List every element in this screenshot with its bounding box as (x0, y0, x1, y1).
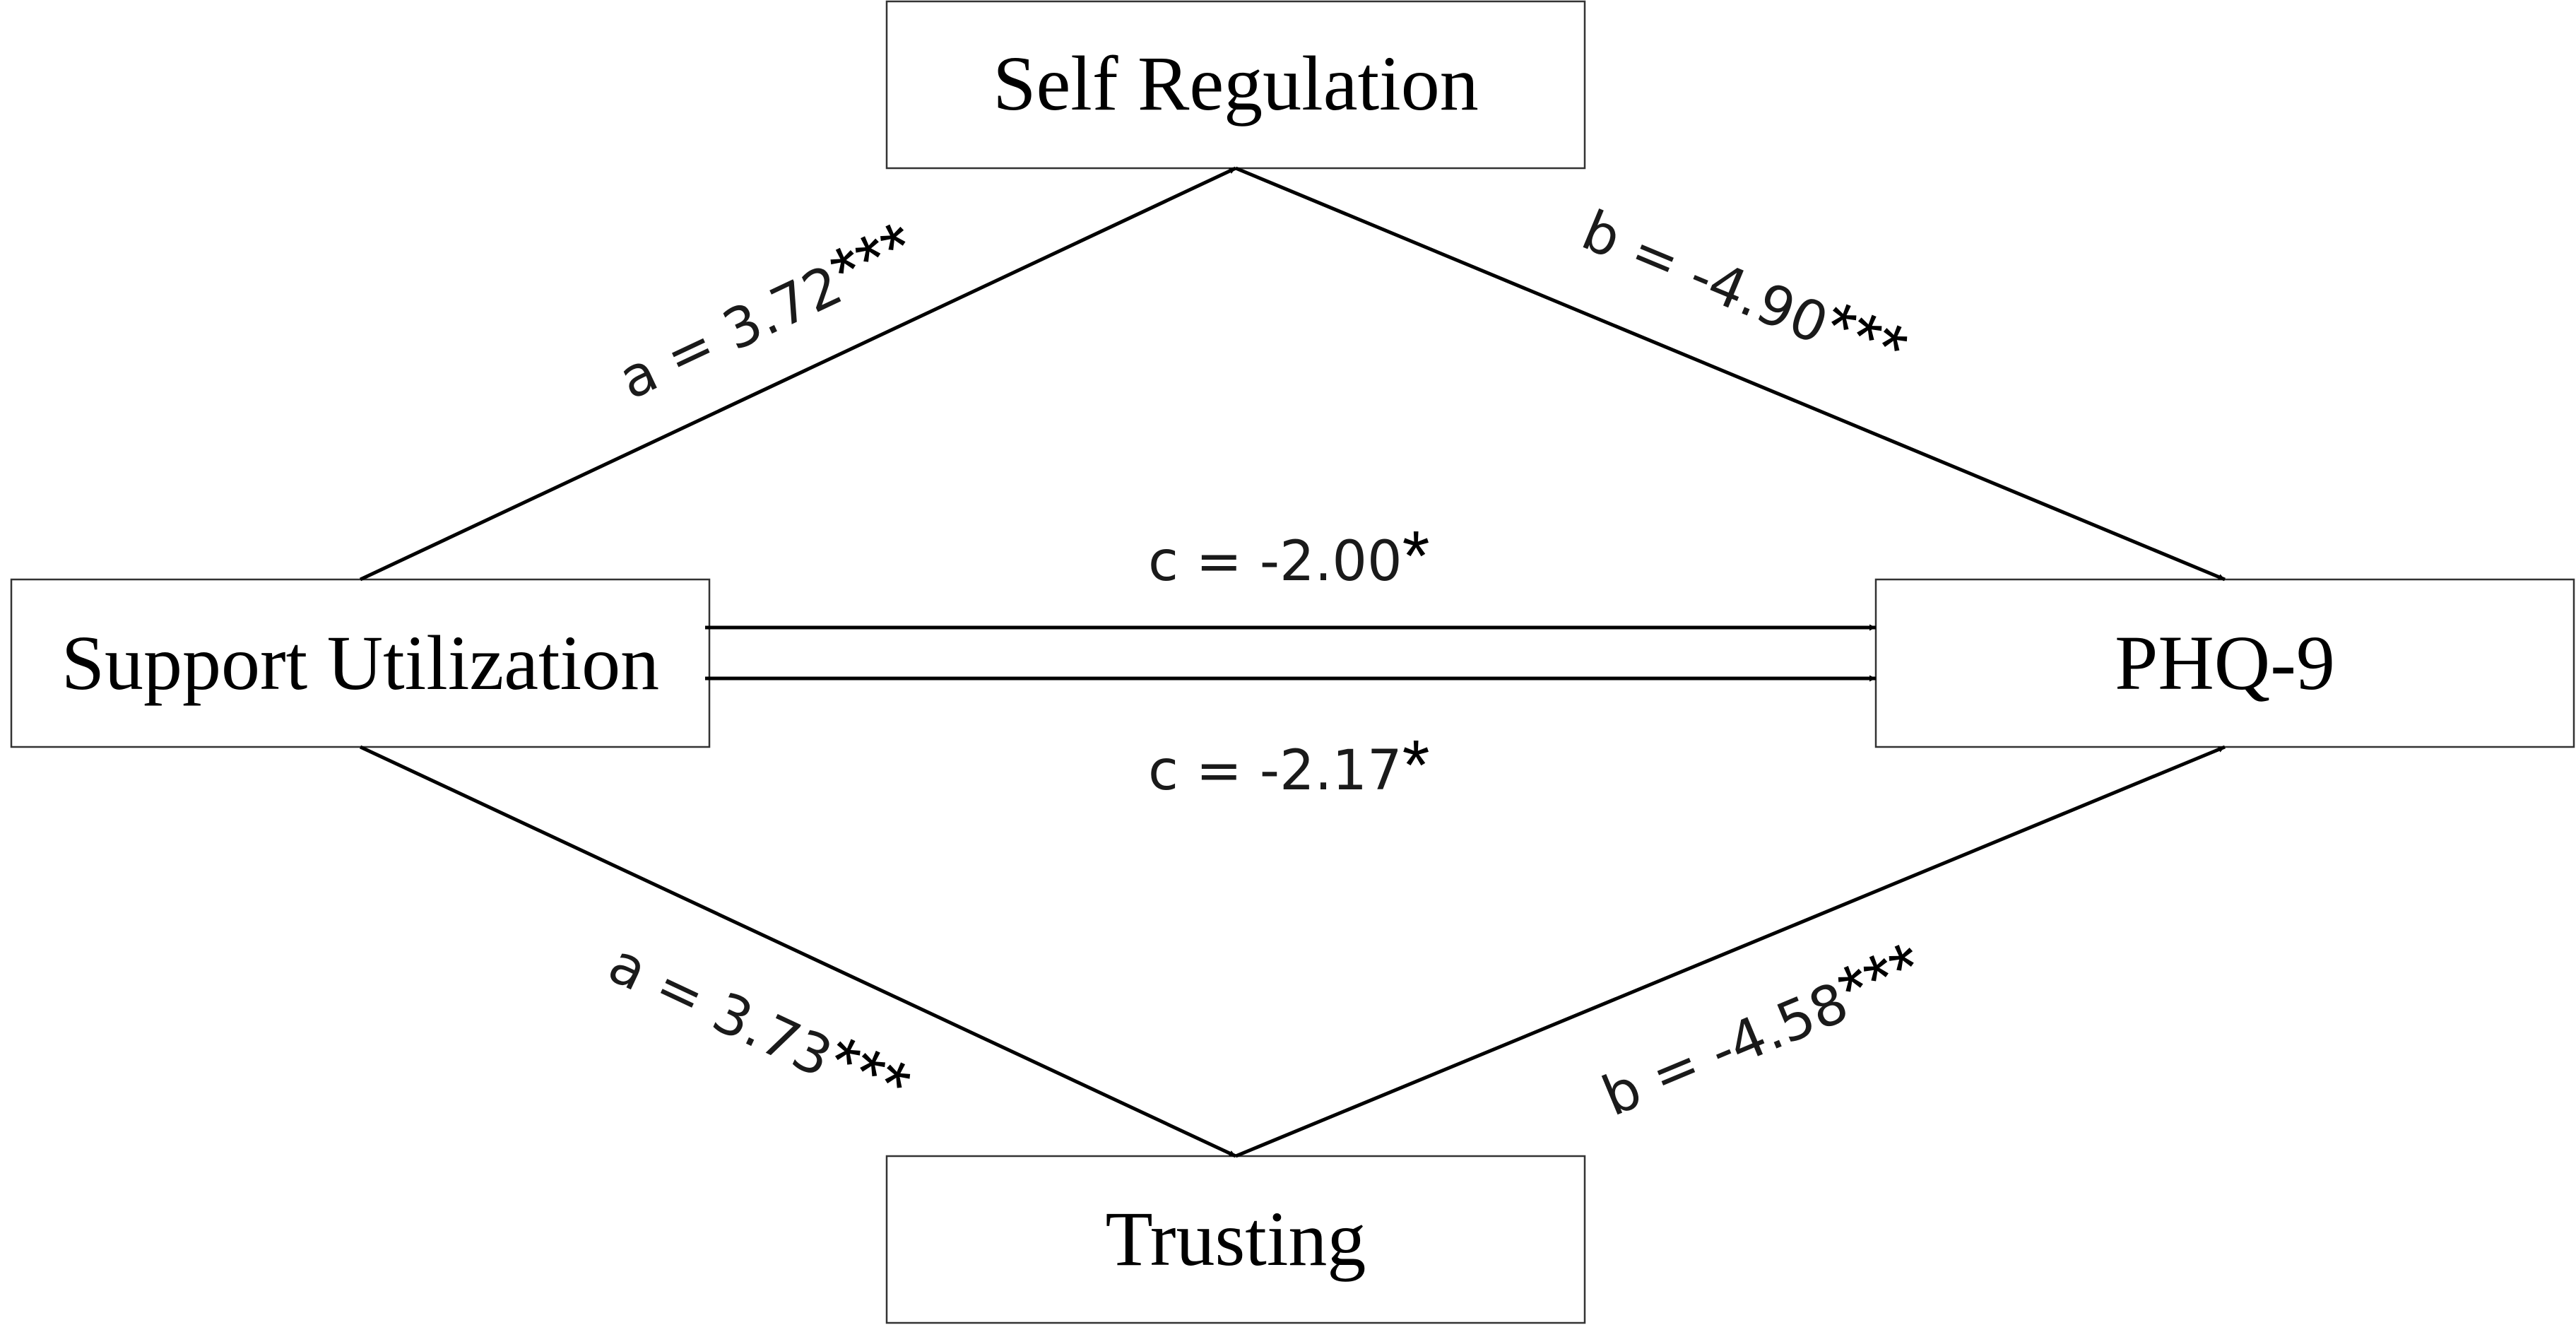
node-support-utilization: Support Utilization (10, 578, 711, 748)
path-label-a-bottom: a = 3.73*** (598, 919, 922, 1127)
path-label-a-top: a = 3.72*** (604, 206, 928, 414)
node-self-regulation-label: Self Regulation (993, 40, 1478, 126)
node-trusting-label: Trusting (1106, 1196, 1366, 1282)
path-label-c-bottom: c = -2.17* (1148, 726, 1430, 805)
path-label-b-bottom: b = -4.58*** (1588, 926, 1934, 1131)
arrow-trusting-to-phq9 (1235, 745, 2226, 1158)
node-trusting: Trusting (885, 1155, 1586, 1324)
node-self-regulation: Self Regulation (885, 0, 1586, 170)
arrow-support-to-trusting (359, 745, 1237, 1158)
path-label-c-top: c = -2.00* (1148, 517, 1430, 596)
node-phq9-label: PHQ-9 (2115, 620, 2335, 706)
node-phq9: PHQ-9 (1874, 578, 2575, 748)
arrow-self-regulation-to-phq9 (1235, 166, 2226, 582)
node-support-utilization-label: Support Utilization (61, 620, 659, 706)
path-label-b-top: b = -4.90*** (1573, 187, 1918, 391)
arrow-support-to-self-regulation (359, 166, 1237, 582)
